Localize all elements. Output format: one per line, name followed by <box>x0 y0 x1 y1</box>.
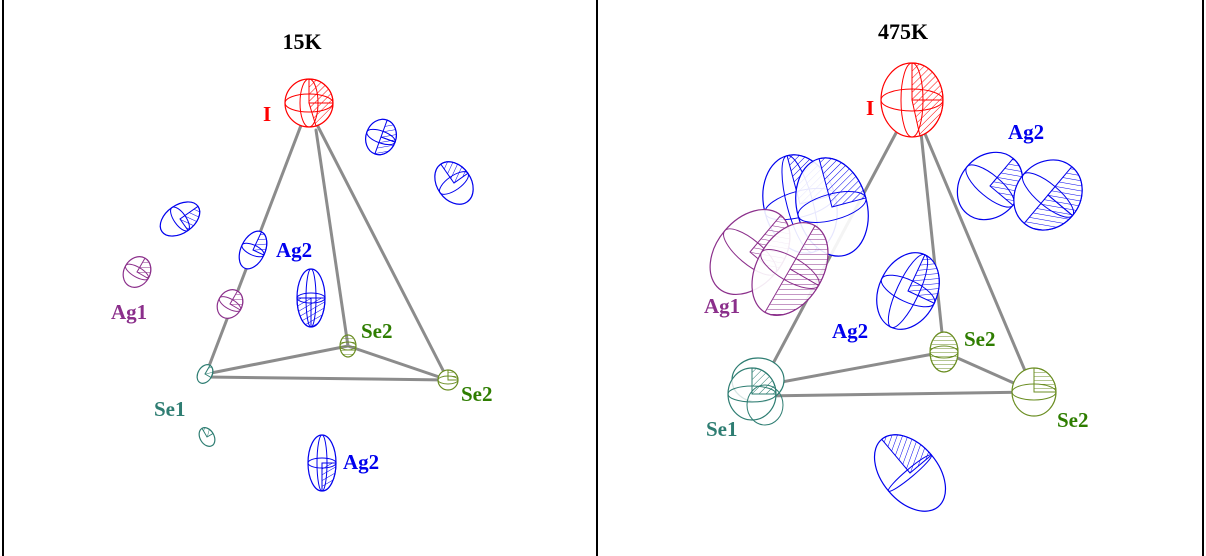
se1-ellipsoid-lower <box>198 427 216 447</box>
label-ag1: Ag1 <box>111 300 147 324</box>
bond-i-se2-right <box>910 101 1036 394</box>
ag2-ellipsoid-right-2 <box>1013 159 1083 231</box>
bond-se1-se2-mid <box>204 344 350 376</box>
label-se1: Se1 <box>706 417 738 441</box>
se2-ellipsoid-right <box>437 369 459 391</box>
bond-se1-se2-right <box>758 390 1036 398</box>
panel-title: 475K <box>878 19 928 44</box>
se1-ellipsoid-cluster <box>727 357 785 426</box>
label-ag2-top: Ag2 <box>276 238 312 262</box>
panel-15k: 15K <box>111 29 493 492</box>
bond-i-se2-mid <box>918 121 946 354</box>
se1-ellipsoid <box>196 364 214 384</box>
label-se2-mid: Se2 <box>964 327 996 351</box>
label-se2-right: Se2 <box>461 382 493 406</box>
panel-title: 15K <box>282 29 321 54</box>
ag2-ellipsoid-upper-right-1 <box>365 118 397 156</box>
bond-se2-se2 <box>346 344 450 382</box>
se2-ellipsoid-mid <box>339 334 357 358</box>
ag1-ellipsoid-1 <box>122 256 152 288</box>
bond-se1-se2-right <box>204 375 450 382</box>
label-se2-right: Se2 <box>1057 408 1089 432</box>
bond-se1-se2-mid <box>758 350 946 388</box>
panel-475k: 475K <box>704 19 1089 512</box>
label-ag2-mid: Ag2 <box>832 319 868 343</box>
iodine-ellipsoid <box>880 62 944 138</box>
ag2-ellipsoid-center-left <box>238 230 268 270</box>
ag2-ellipsoid-bottom <box>307 434 337 492</box>
ag2-ellipsoid-upper-right-2 <box>434 161 474 205</box>
bond-framework <box>204 105 450 382</box>
label-se2-mid: Se2 <box>361 319 393 343</box>
ag1-ellipsoid-2 <box>216 289 244 319</box>
label-ag2-top: Ag2 <box>1008 120 1044 144</box>
bond-i-se2-mid <box>314 128 350 348</box>
ag1-ellipsoid-2 <box>751 222 829 316</box>
se2-ellipsoid-mid <box>929 331 959 373</box>
ag2-ellipsoid-bottom <box>873 434 947 512</box>
ag2-ellipsoid-upper-left <box>159 201 201 237</box>
ag2-ellipsoid-center <box>296 268 326 328</box>
label-ag1: Ag1 <box>704 294 740 318</box>
label-ag2-bottom: Ag2 <box>343 450 379 474</box>
bond-i-se2-right <box>306 105 450 382</box>
label-se1: Se1 <box>154 397 186 421</box>
se2-ellipsoid-right <box>1011 367 1057 417</box>
label-i: I <box>866 96 874 120</box>
label-i: I <box>263 102 271 126</box>
iodine-ellipsoid <box>284 78 334 128</box>
ag2-ellipsoid-center <box>876 252 940 330</box>
